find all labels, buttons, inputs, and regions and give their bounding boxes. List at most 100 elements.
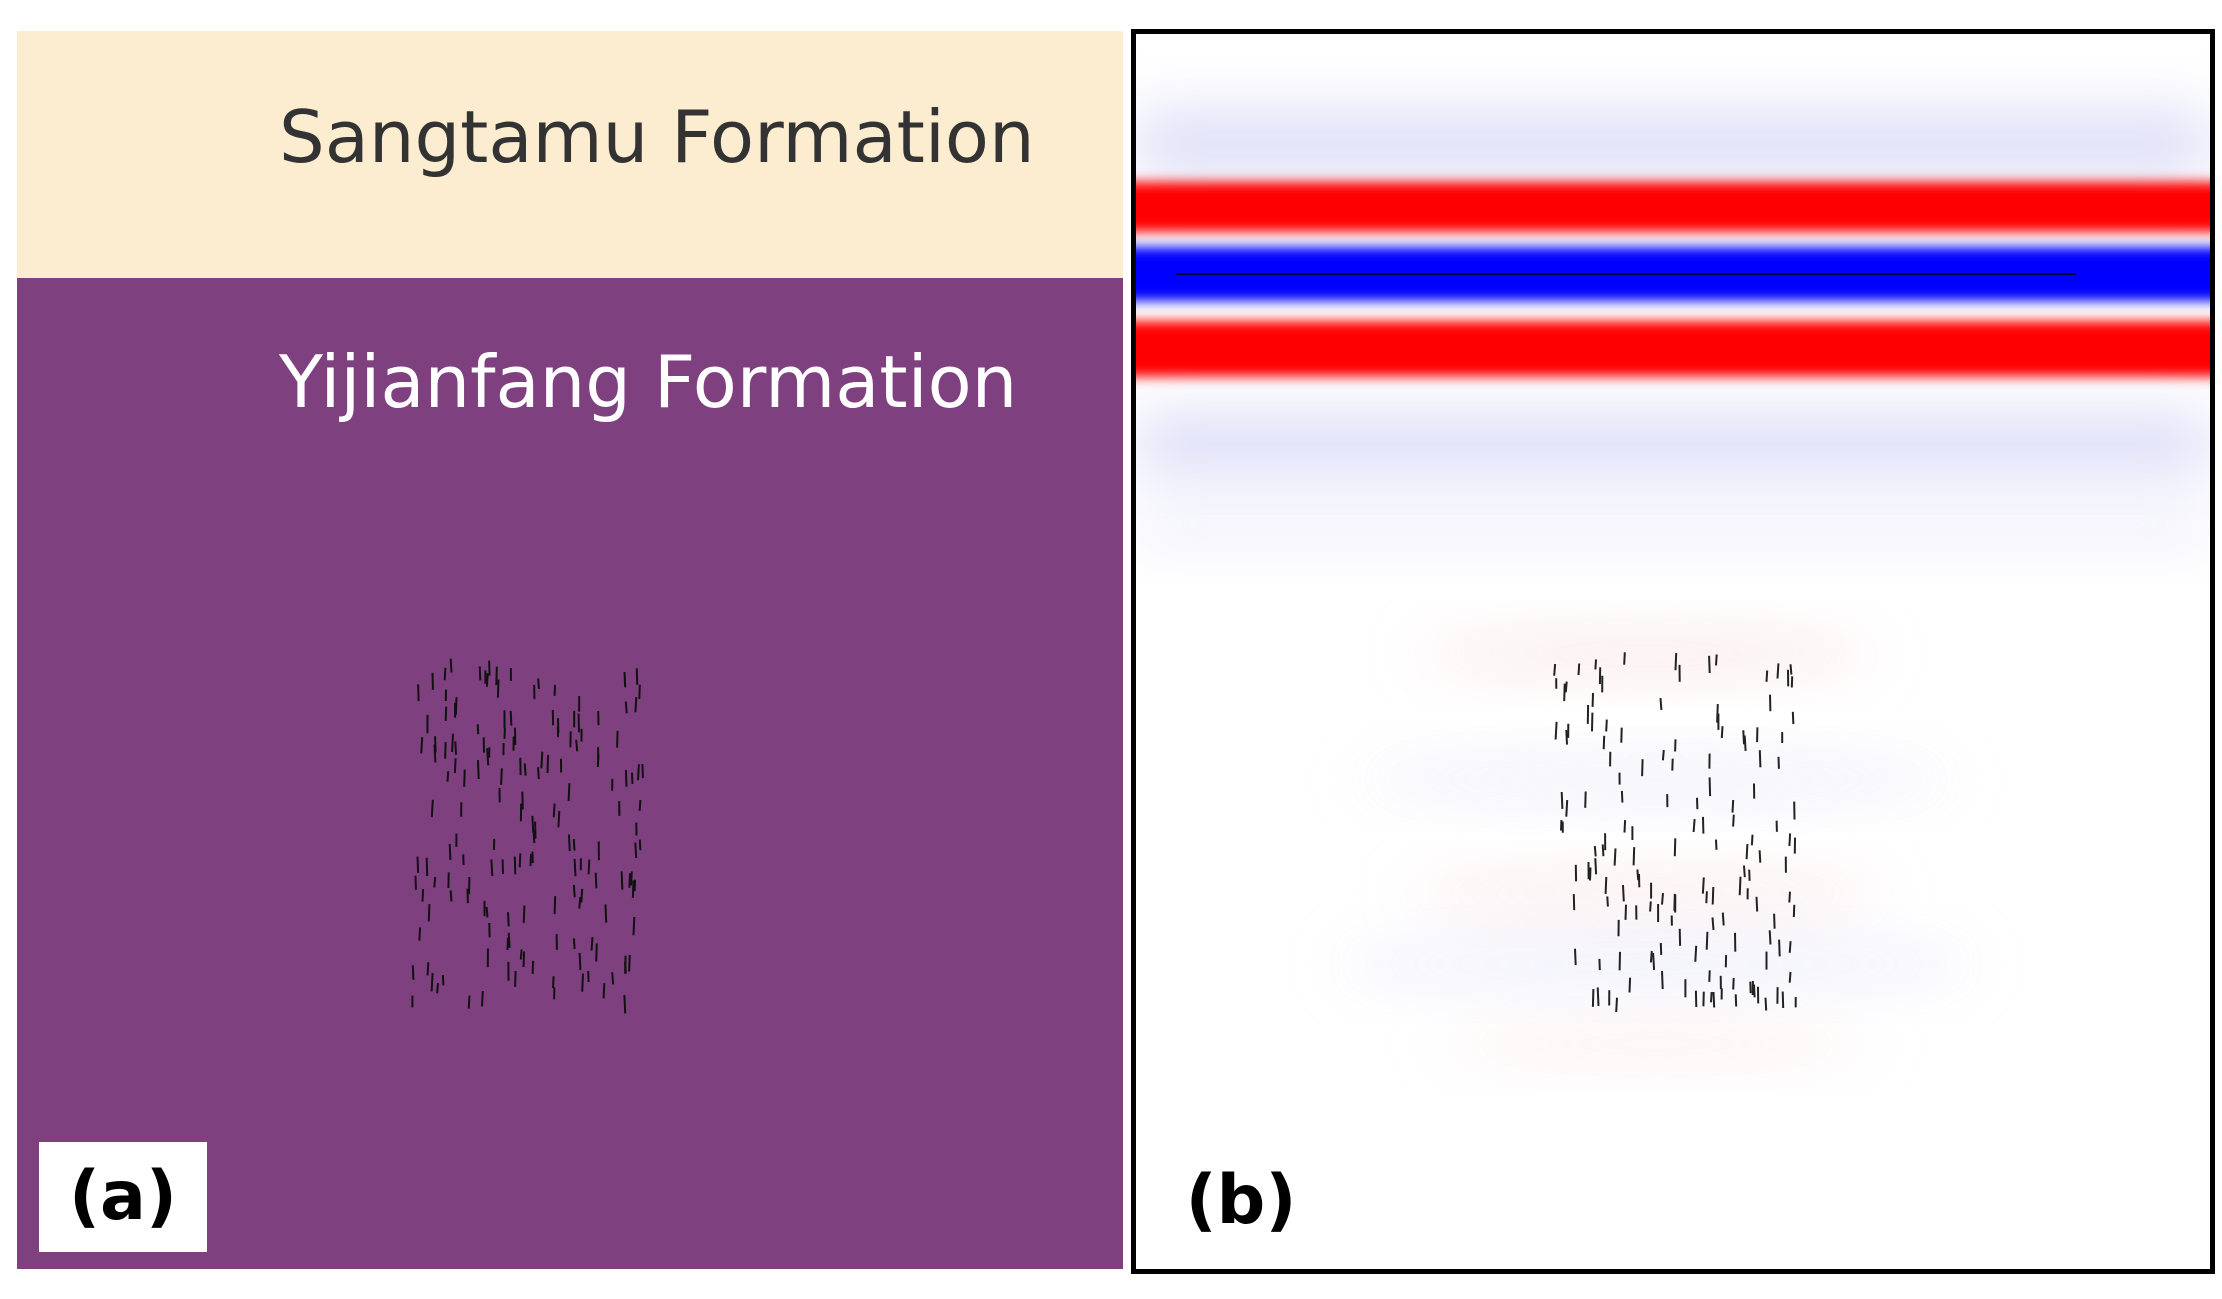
- fracture-mark: [1778, 939, 1781, 957]
- fracture-mark: [1788, 833, 1792, 847]
- fracture-mark: [537, 767, 540, 779]
- yijianfang-formation-layer: Yijianfang Formation: [17, 278, 1123, 1269]
- fracture-mark: [507, 932, 511, 948]
- fracture-mark: [1788, 941, 1792, 953]
- fracture-mark: [1652, 952, 1656, 970]
- fracture-mark: [1674, 653, 1678, 671]
- fracture-mark: [1792, 904, 1796, 918]
- fracture-mark: [1732, 814, 1735, 827]
- seismic-image: [1136, 114, 2210, 1060]
- fracture-mark: [500, 768, 503, 785]
- fracture-mark: [1742, 730, 1745, 745]
- fracture-mark: [1565, 729, 1568, 745]
- fracture-mark: [572, 938, 576, 950]
- strong-positive-event-1: [1136, 182, 2210, 232]
- sangtamu-formation-layer: Sangtamu Formation: [17, 31, 1123, 278]
- fracture-mark: [1721, 912, 1725, 926]
- fracture-mark: [552, 976, 555, 989]
- fracture-mark: [448, 843, 452, 860]
- fracture-mark: [1622, 884, 1625, 902]
- fracture-cluster-a: [411, 658, 644, 1014]
- scatter-band-2: [1356, 761, 1956, 797]
- fracture-mark: [552, 803, 556, 818]
- fracture-mark: [506, 937, 509, 950]
- fracture-mark: [519, 949, 523, 960]
- fracture-mark: [485, 673, 489, 687]
- fracture-mark: [1596, 987, 1600, 1006]
- fracture-mark: [1641, 759, 1644, 777]
- fracture-mark: [537, 678, 540, 689]
- scatter-band-3: [1406, 876, 1886, 912]
- fracture-mark: [1623, 652, 1626, 665]
- sangtamu-formation-label: Sangtamu Formation: [279, 95, 1035, 179]
- fracture-mark: [522, 905, 526, 923]
- fracture-mark: [634, 842, 638, 859]
- fracture-mark: [1673, 838, 1677, 857]
- fracture-mark: [1765, 670, 1769, 682]
- fracture-mark: [1755, 896, 1759, 912]
- fracture-mark: [590, 937, 594, 951]
- scatter-band-5: [1436, 1028, 1876, 1060]
- fracture-mark: [623, 672, 627, 688]
- fracture-mark: [1708, 777, 1712, 797]
- fracture-mark: [1577, 663, 1581, 676]
- fracture-mark: [1594, 858, 1598, 875]
- fracture-mark: [1720, 726, 1724, 739]
- fracture-mark: [420, 737, 424, 754]
- fracture-mark: [540, 751, 544, 769]
- fracture-mark: [1613, 848, 1617, 866]
- fracture-mark: [595, 943, 598, 962]
- fracture-mark: [1661, 971, 1664, 990]
- fracture-mark: [567, 783, 571, 802]
- fracture-mark: [1563, 683, 1566, 702]
- fracture-mark: [531, 960, 535, 974]
- fracture-mark: [513, 856, 517, 875]
- fracture-mark: [521, 791, 524, 810]
- fracture-mark: [425, 857, 429, 877]
- fracture-mark: [573, 858, 577, 877]
- fracture-mark: [467, 995, 471, 1009]
- fracture-mark: [623, 994, 627, 1014]
- fracture-mark: [1768, 930, 1772, 945]
- fracture-mark: [518, 853, 522, 868]
- fracture-mark: [1604, 876, 1608, 894]
- fracture-mark: [1623, 820, 1627, 833]
- fracture-mark: [522, 951, 526, 968]
- fracture-mark: [449, 658, 453, 673]
- fracture-mark: [1705, 891, 1708, 904]
- fracture-mark: [1620, 790, 1624, 803]
- fracture-mark: [628, 954, 631, 972]
- fracture-cluster-b: [1553, 652, 1797, 1013]
- fracture-mark: [1574, 948, 1577, 966]
- fracture-mark: [411, 965, 415, 980]
- fracture-mark: [1661, 749, 1665, 761]
- fracture-mark: [634, 697, 638, 713]
- fracture-mark: [638, 799, 642, 811]
- fracture-mark: [638, 684, 641, 700]
- fracture-mark: [1781, 991, 1785, 1009]
- fracture-mark: [1758, 750, 1762, 768]
- fracture-mark: [486, 748, 490, 766]
- fracture-mark: [1632, 847, 1636, 866]
- fracture-mark: [495, 666, 498, 686]
- fracture-mark: [578, 897, 582, 909]
- fracture-mark: [632, 916, 636, 936]
- fracture-mark: [1743, 865, 1746, 878]
- fracture-mark: [1564, 681, 1568, 693]
- fracture-mark: [1734, 994, 1738, 1007]
- fracture-mark: [417, 684, 420, 702]
- fracture-mark: [1710, 992, 1713, 1003]
- fracture-mark: [430, 799, 434, 818]
- fracture-mark: [557, 810, 561, 828]
- fracture-mark: [1773, 913, 1776, 929]
- fracture-mark: [572, 884, 576, 898]
- fracture-mark: [630, 871, 633, 886]
- fracture-mark: [481, 991, 484, 1007]
- weak-negative-event-lower-2: [1136, 504, 2210, 544]
- scatter-band-4: [1336, 944, 1976, 984]
- fracture-mark: [1712, 991, 1716, 1008]
- fracture-mark: [1594, 659, 1597, 670]
- fracture-mark: [485, 906, 489, 918]
- fracture-mark: [587, 859, 591, 875]
- weak-negative-event-lower: [1136, 419, 2210, 469]
